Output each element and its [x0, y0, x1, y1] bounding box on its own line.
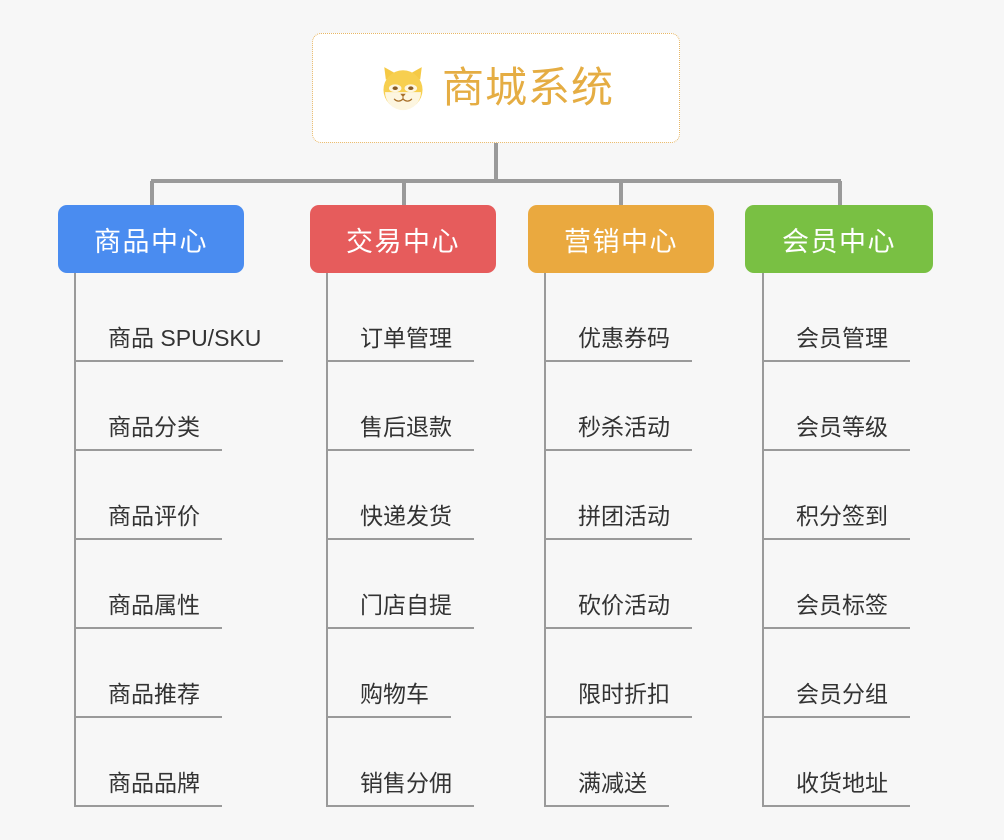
- shiba-dog-face-icon: [383, 67, 423, 111]
- leaf-label: 商品推荐: [108, 680, 200, 707]
- leaf-label: 积分签到: [796, 502, 888, 529]
- leaf-label: 快递发货: [360, 502, 452, 529]
- leaf-list-0: 商品 SPU/SKU 商品分类 商品评价 商品属性 商品推荐 商品品牌: [74, 273, 284, 807]
- leaf-item[interactable]: 会员管理: [762, 273, 933, 362]
- leaf-item[interactable]: 售后退款: [326, 362, 496, 451]
- leaf-label: 会员管理: [796, 324, 888, 351]
- leaf-label: 会员标签: [796, 591, 888, 618]
- branch-header-1[interactable]: 交易中心: [310, 205, 496, 273]
- leaf-list-3: 会员管理 会员等级 积分签到 会员标签 会员分组 收货地址: [762, 273, 933, 807]
- leaf-item[interactable]: 商品品牌: [74, 718, 283, 807]
- branch-header-3[interactable]: 会员中心: [745, 205, 933, 273]
- leaf-item[interactable]: 会员分组: [762, 629, 933, 718]
- leaf-item[interactable]: 商品分类: [74, 362, 283, 451]
- leaf-item[interactable]: 限时折扣: [544, 629, 714, 718]
- branch-column-0: 商品中心 商品 SPU/SKU 商品分类 商品评价 商品属性 商品推荐 商品品牌: [58, 205, 284, 807]
- leaf-item[interactable]: 快递发货: [326, 451, 496, 540]
- leaf-item[interactable]: 收货地址: [762, 718, 933, 807]
- root-title: 商城系统: [441, 64, 614, 111]
- leaf-label: 商品 SPU/SKU: [108, 324, 262, 351]
- leaf-item[interactable]: 销售分佣: [326, 718, 496, 807]
- leaf-item[interactable]: 满减送: [544, 718, 714, 807]
- leaf-item[interactable]: 会员标签: [762, 540, 933, 629]
- leaf-label: 商品评价: [108, 502, 200, 529]
- leaf-item[interactable]: 优惠券码: [544, 273, 714, 362]
- leaf-item[interactable]: 拼团活动: [544, 451, 714, 540]
- leaf-label: 售后退款: [360, 413, 452, 440]
- leaf-item[interactable]: 商品 SPU/SKU: [74, 273, 284, 362]
- leaf-item[interactable]: 购物车: [326, 629, 496, 718]
- leaf-label: 会员分组: [796, 680, 888, 707]
- leaf-label: 购物车: [360, 680, 429, 707]
- leaf-label: 收货地址: [796, 769, 888, 796]
- branch-header-2[interactable]: 营销中心: [528, 205, 714, 273]
- leaf-label: 限时折扣: [578, 680, 670, 707]
- branch-column-3: 会员中心 会员管理 会员等级 积分签到 会员标签 会员分组 收货地址: [745, 205, 933, 807]
- leaf-item[interactable]: 秒杀活动: [544, 362, 714, 451]
- leaf-item[interactable]: 商品评价: [74, 451, 283, 540]
- leaf-label: 拼团活动: [578, 502, 670, 529]
- leaf-list-2: 优惠券码 秒杀活动 拼团活动 砍价活动 限时折扣 满减送: [544, 273, 714, 807]
- branch-header-label-2: 营销中心: [564, 226, 678, 257]
- branch-header-label-1: 交易中心: [346, 226, 460, 257]
- branch-header-0[interactable]: 商品中心: [58, 205, 244, 273]
- leaf-label: 销售分佣: [360, 769, 452, 796]
- leaf-label: 门店自提: [360, 591, 452, 618]
- leaf-item[interactable]: 砍价活动: [544, 540, 714, 629]
- leaf-label: 商品品牌: [108, 769, 200, 796]
- leaf-item[interactable]: 门店自提: [326, 540, 496, 629]
- leaf-label: 砍价活动: [578, 591, 670, 618]
- leaf-item[interactable]: 积分签到: [762, 451, 933, 540]
- leaf-item[interactable]: 商品属性: [74, 540, 283, 629]
- leaf-label: 满减送: [578, 769, 647, 796]
- branch-column-1: 交易中心 订单管理 售后退款 快递发货 门店自提 购物车 销售分佣: [310, 205, 496, 807]
- branch-column-2: 营销中心 优惠券码 秒杀活动 拼团活动 砍价活动 限时折扣 满减送: [528, 205, 714, 807]
- leaf-label: 会员等级: [796, 413, 888, 440]
- leaf-item[interactable]: 商品推荐: [74, 629, 283, 718]
- leaf-item[interactable]: 会员等级: [762, 362, 933, 451]
- branch-header-label-3: 会员中心: [782, 226, 896, 257]
- leaf-label: 商品分类: [108, 413, 200, 440]
- leaf-label: 秒杀活动: [578, 413, 670, 440]
- leaf-list-1: 订单管理 售后退款 快递发货 门店自提 购物车 销售分佣: [326, 273, 496, 807]
- branch-header-label-0: 商品中心: [94, 226, 208, 257]
- leaf-label: 优惠券码: [578, 324, 670, 351]
- leaf-label: 订单管理: [360, 324, 452, 351]
- root-node[interactable]: 商城系统: [312, 33, 680, 143]
- leaf-label: 商品属性: [108, 591, 200, 618]
- leaf-item[interactable]: 订单管理: [326, 273, 496, 362]
